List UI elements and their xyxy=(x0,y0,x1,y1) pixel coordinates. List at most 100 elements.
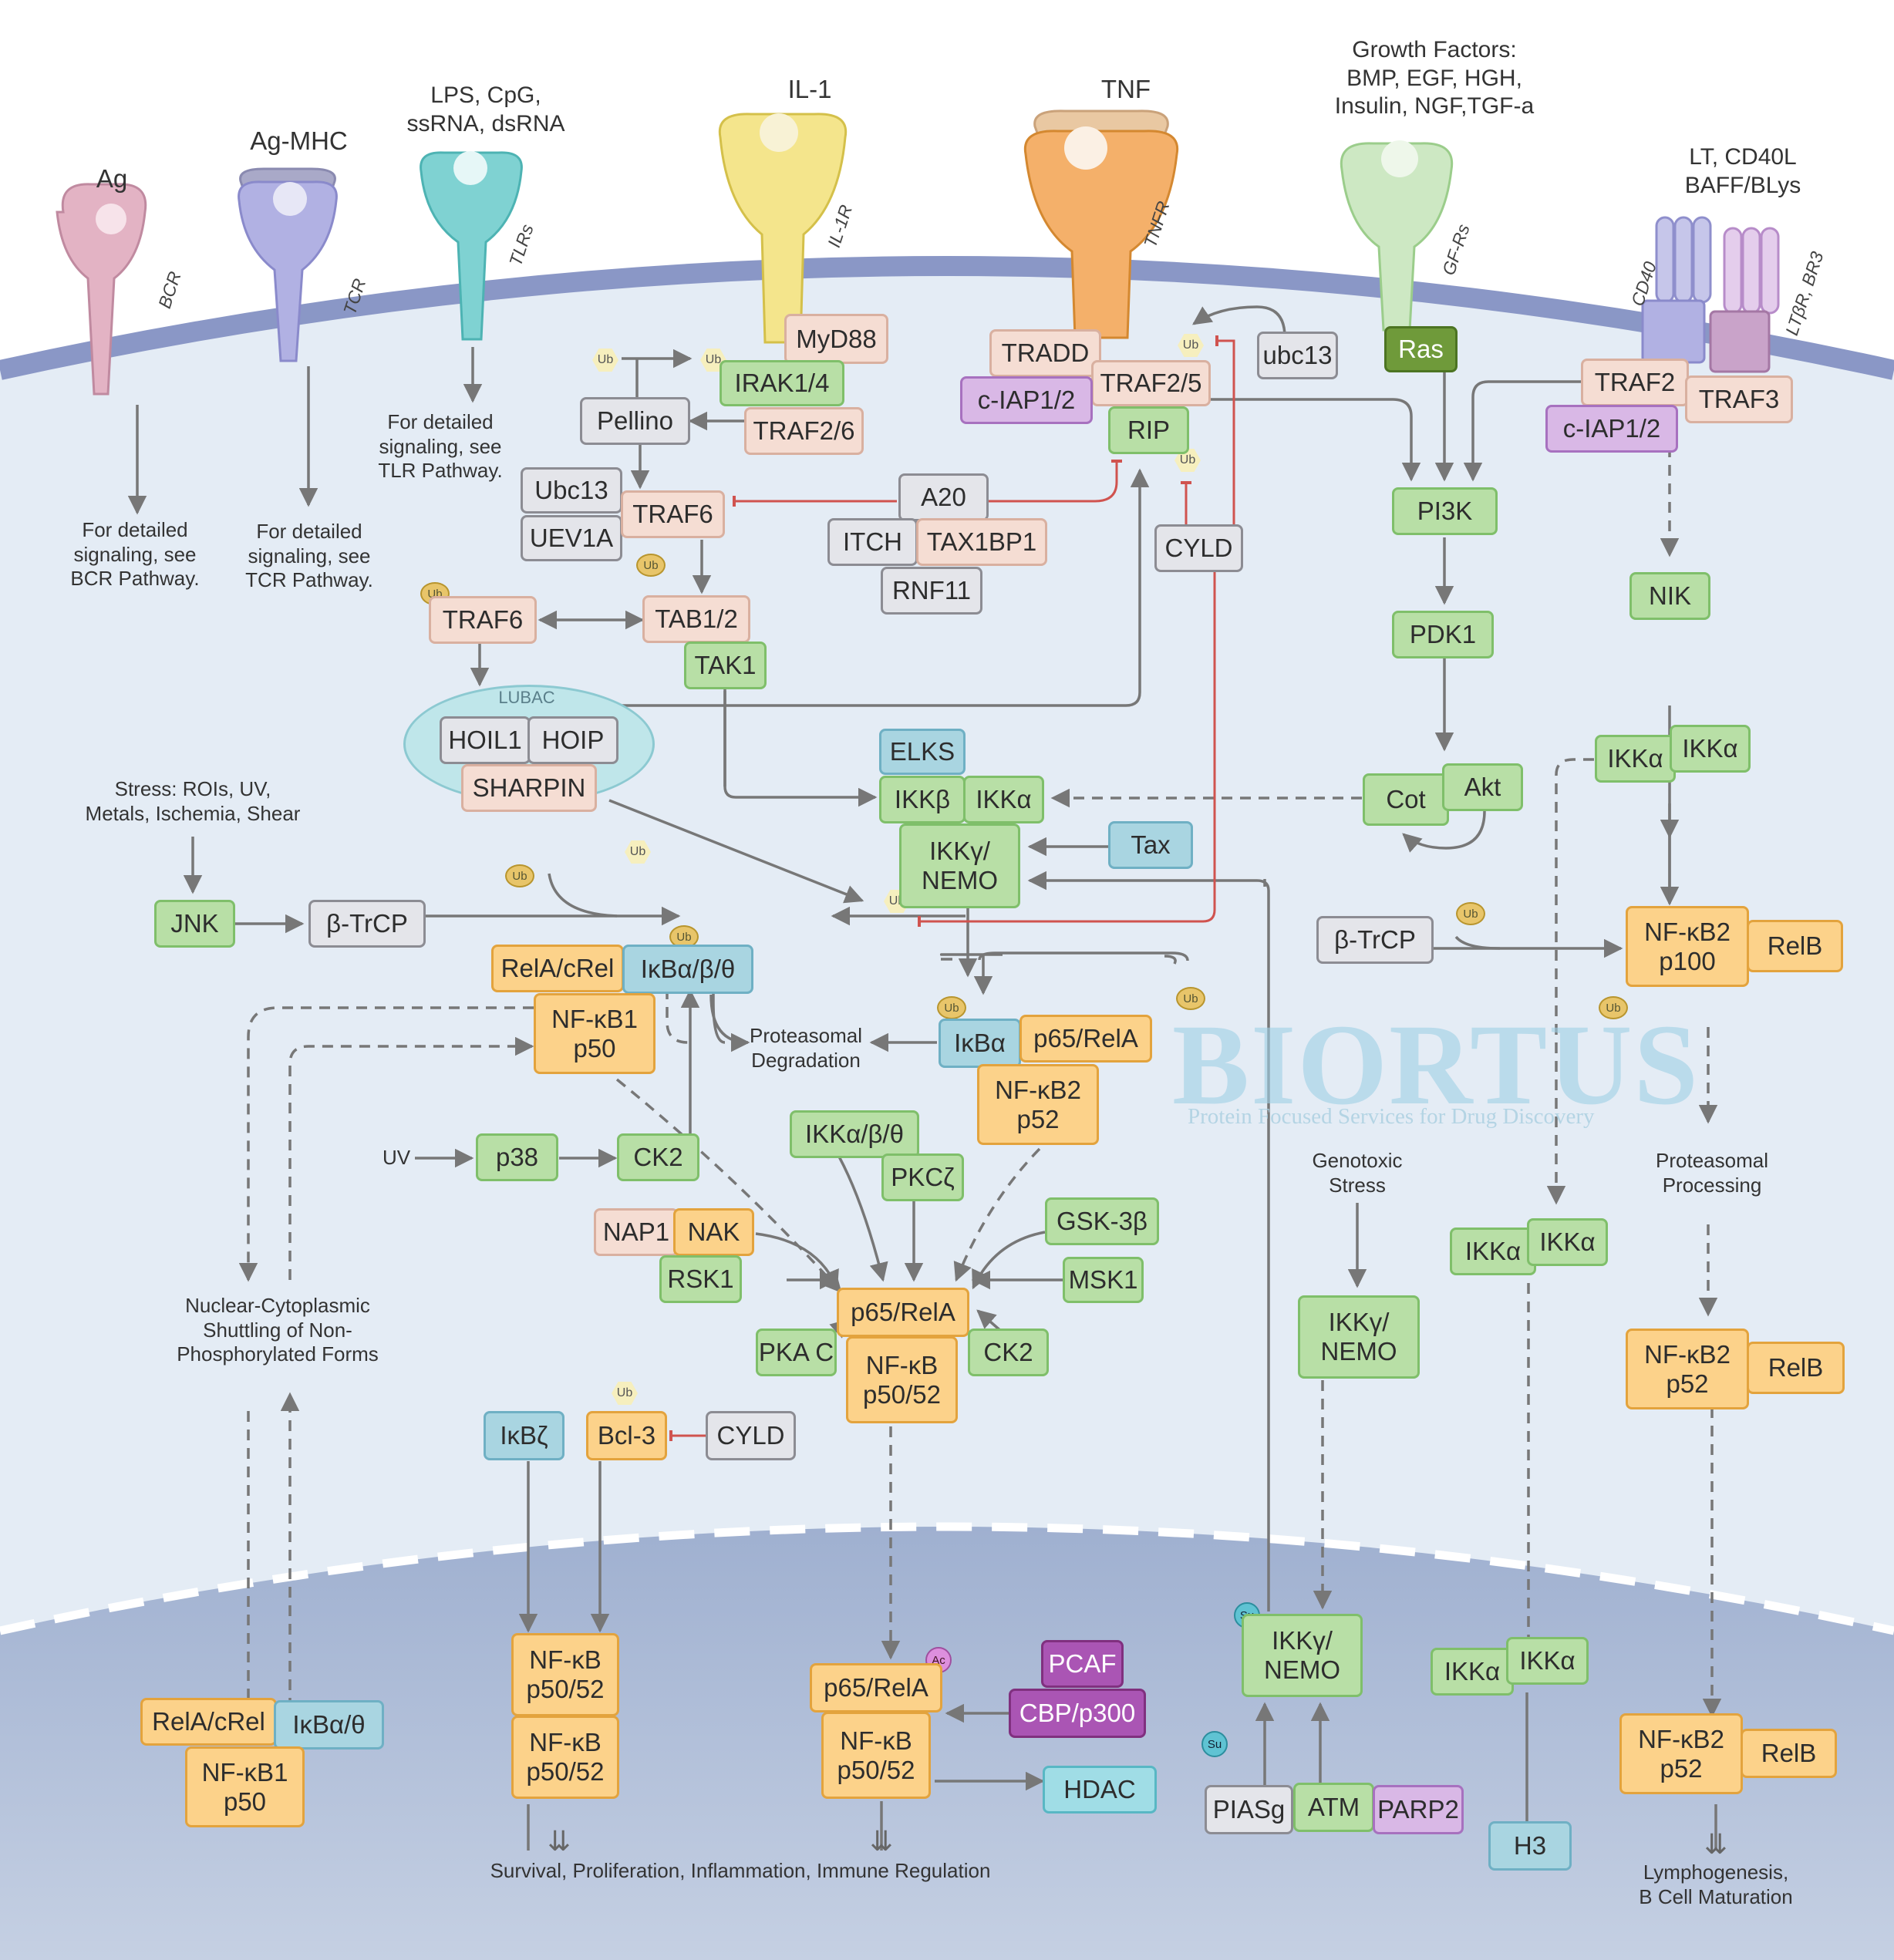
ub-modifier: Ub xyxy=(592,349,618,372)
node-ikka-3: IKKα xyxy=(1670,725,1751,773)
bcr-receptor-icon xyxy=(56,183,147,396)
ub-chain-icon: Ub xyxy=(1599,996,1628,1019)
ub-chain-icon: Ub xyxy=(636,554,666,577)
node-pellino: Pellino xyxy=(580,397,690,445)
watermark-tagline: Protein Focused Services for Drug Discov… xyxy=(1188,1104,1595,1129)
lubac-label: LUBAC xyxy=(498,688,555,707)
tlr-receptor-icon xyxy=(420,151,523,341)
ub-modifier: Ub xyxy=(612,1382,638,1405)
note-proteasomal-processing: Proteasomal Processing xyxy=(1656,1149,1768,1197)
node-relb-b: RelB xyxy=(1747,1342,1845,1394)
gfr-receptor-icon xyxy=(1340,140,1454,332)
node-ciap12: c-IAP1/2 xyxy=(960,376,1093,424)
ligand-ag: Ag xyxy=(96,164,128,193)
node-ikkg-nemo-c: IKKγ/ NEMO xyxy=(1242,1614,1363,1697)
node-ikkb: IKKβ xyxy=(879,776,966,823)
node-pkcz: PKCζ xyxy=(881,1153,964,1201)
node-pi3k: PI3K xyxy=(1392,487,1498,535)
node-cbp-p300: CBP/p300 xyxy=(1009,1689,1146,1738)
node-sharpin: SHARPIN xyxy=(461,764,597,812)
ligand-growth-factors: Growth Factors: BMP, EGF, HGH, Insulin, … xyxy=(1334,37,1535,120)
node-nfkb-p5052-d: NF-κB p50/52 xyxy=(821,1712,931,1799)
ligand-lt: LT, CD40L BAFF/BLys xyxy=(1684,144,1801,198)
node-nik: NIK xyxy=(1629,572,1710,620)
node-rela-crel-b: RelA/cRel xyxy=(140,1698,277,1746)
ligand-tnf: TNF xyxy=(1100,75,1151,103)
note-tlr-pathway: For detailed signaling, see TLR Pathway. xyxy=(378,410,503,483)
note-outcome-lymphogenesis: Lymphogenesis, B Cell Maturation xyxy=(1639,1861,1793,1908)
node-myd88: MyD88 xyxy=(784,314,888,364)
node-nap1: NAP1 xyxy=(594,1208,679,1256)
node-p38: p38 xyxy=(476,1133,558,1181)
ub-chain-icon: Ub xyxy=(937,996,966,1019)
node-nfkb2-p100: NF-κB2 p100 xyxy=(1626,906,1749,987)
node-h3: H3 xyxy=(1488,1821,1572,1871)
node-pcaf: PCAF xyxy=(1041,1640,1124,1688)
node-bcl3: Bcl-3 xyxy=(586,1411,667,1460)
note-tcr-pathway: For detailed signaling, see TCR Pathway. xyxy=(245,520,373,592)
node-msk1: MSK1 xyxy=(1063,1257,1144,1303)
node-traf25: TRAF2/5 xyxy=(1091,360,1211,406)
node-jnk: JNK xyxy=(154,900,235,948)
node-traf6: TRAF6 xyxy=(621,490,725,538)
node-itch: ITCH xyxy=(827,518,918,566)
node-traf3: TRAF3 xyxy=(1685,375,1793,423)
node-rnf11: RNF11 xyxy=(881,567,982,615)
node-hoip: HOIP xyxy=(527,716,618,764)
node-nfkb-p5052-c: NF-κB p50/52 xyxy=(511,1716,619,1799)
node-ubc13b: ubc13 xyxy=(1257,332,1338,379)
node-piasg: PIASg xyxy=(1205,1785,1293,1834)
outcome-arrow-icon: ⇊ xyxy=(869,1825,894,1857)
node-rela-crel: RelA/cRel xyxy=(491,945,624,992)
node-atm: ATM xyxy=(1293,1783,1374,1832)
node-hoil1: HOIL1 xyxy=(440,716,531,764)
node-rsk1: RSK1 xyxy=(659,1255,742,1303)
node-ikbz: IκBζ xyxy=(484,1411,564,1460)
sumo-modifier-icon: Su xyxy=(1201,1731,1228,1757)
node-parp2: PARP2 xyxy=(1373,1785,1464,1834)
note-outcome-survival: Survival, Proliferation, Inflammation, I… xyxy=(490,1859,991,1882)
node-nfkb-p5052: NF-κB p50/52 xyxy=(846,1336,958,1423)
node-p65-rela-b: p65/RelA xyxy=(837,1288,969,1337)
ligand-ag-mhc: Ag-MHC xyxy=(250,126,348,155)
node-ikka-6: IKKα xyxy=(1431,1648,1514,1696)
node-ck2: CK2 xyxy=(617,1133,699,1181)
note-bcr-pathway: For detailed signaling, see BCR Pathway. xyxy=(70,518,200,591)
node-nfkb2-p52: NF-κB2 p52 xyxy=(977,1064,1099,1145)
ub-chain-icon: Ub xyxy=(1456,902,1485,925)
outcome-arrow-icon: ⇊ xyxy=(547,1825,571,1857)
note-uv: UV xyxy=(382,1146,411,1169)
node-nfkb2-p52-b: NF-κB2 p52 xyxy=(1626,1329,1749,1409)
node-irak14: IRAK1/4 xyxy=(720,360,844,406)
node-traf6-b: TRAF6 xyxy=(429,596,537,644)
note-shuttling: Nuclear-Cytoplasmic Shuttling of Non- Ph… xyxy=(177,1294,379,1366)
node-tab12: TAB1/2 xyxy=(642,595,750,643)
node-ubc13: Ubc13 xyxy=(521,467,622,514)
cd40-receptor-icon xyxy=(1641,216,1712,364)
node-ikka-b-t: IKKα/β/θ xyxy=(790,1110,919,1158)
node-a20: A20 xyxy=(898,473,989,521)
ub-chain-icon: Ub xyxy=(1176,987,1205,1010)
node-nfkb2-p52-c: NF-κB2 p52 xyxy=(1619,1713,1743,1794)
ltbr-receptor-icon xyxy=(1709,227,1780,373)
node-traf2: TRAF2 xyxy=(1581,359,1689,406)
node-btrcp: β-TrCP xyxy=(308,900,426,948)
node-gsk3b: GSK-3β xyxy=(1045,1197,1159,1245)
node-relb-c: RelB xyxy=(1741,1729,1837,1778)
node-ikka-7: IKKα xyxy=(1506,1637,1589,1685)
node-pdk1: PDK1 xyxy=(1392,611,1494,658)
node-ikkg-nemo-b: IKKγ/ NEMO xyxy=(1298,1295,1420,1379)
node-ck2-b: CK2 xyxy=(968,1329,1049,1376)
node-ikba: IκBα xyxy=(939,1019,1021,1068)
node-cyld-b: CYLD xyxy=(706,1411,796,1460)
node-elks: ELKS xyxy=(879,729,966,775)
node-ikka: IKKα xyxy=(963,776,1044,823)
outcome-arrow-icon: ⇊ xyxy=(1704,1828,1728,1860)
node-cyld: CYLD xyxy=(1154,524,1243,572)
node-nfkb1-p50-b: NF-κB1 p50 xyxy=(185,1746,305,1827)
node-nfkb-p5052-b: NF-κB p50/52 xyxy=(511,1633,619,1716)
tnfr-receptor-icon xyxy=(1023,109,1179,339)
note-proteasomal-degradation: Proteasomal Degradation xyxy=(750,1024,862,1072)
note-stress: Stress: ROIs, UV, Metals, Ischemia, Shea… xyxy=(85,777,301,825)
